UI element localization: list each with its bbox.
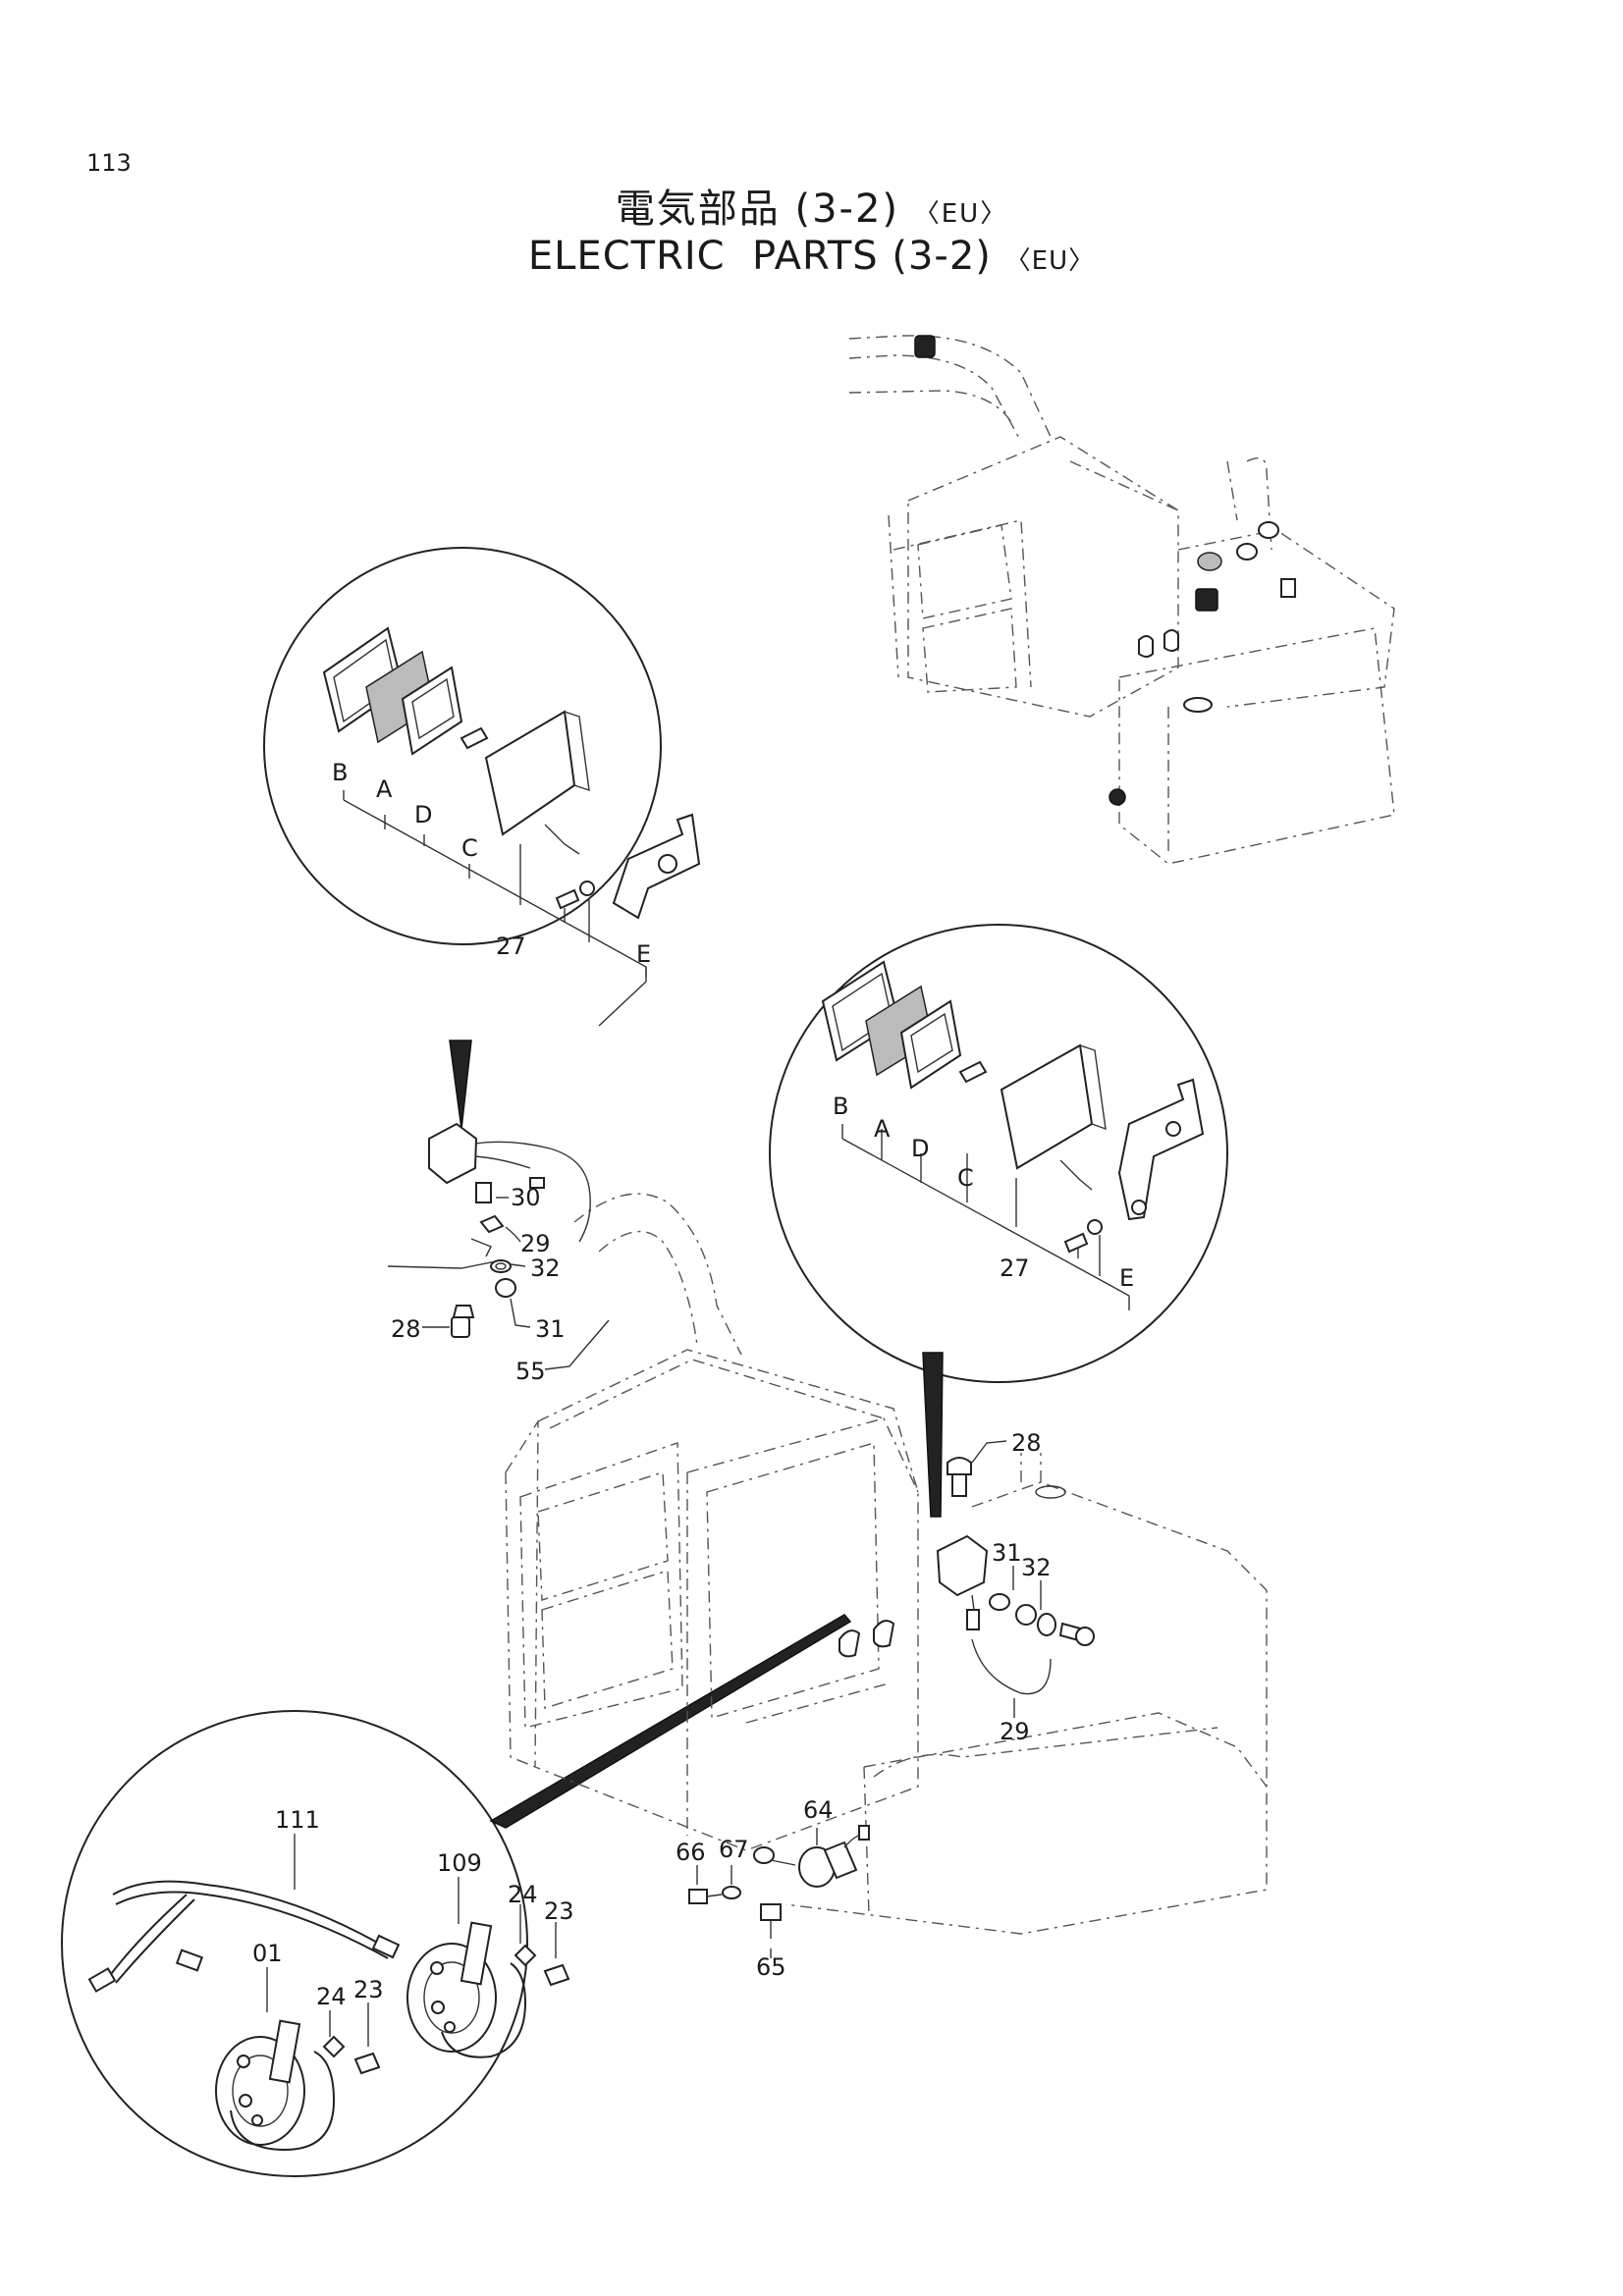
callout-lamp1-a: A — [376, 775, 393, 803]
right-lamp-mount: 28 31 32 29 — [936, 1429, 1095, 1745]
callout-horn-111: 111 — [275, 1806, 320, 1834]
horn-mount: 64 67 66 65 — [676, 1796, 870, 1981]
callout-lamp2-a: A — [874, 1115, 891, 1143]
callout-right-31: 31 — [992, 1539, 1022, 1567]
lamp-detail-2: B A D C 27 E — [769, 924, 1228, 1518]
callout-left-30: 30 — [511, 1184, 541, 1211]
callout-lamp2-b: B — [833, 1093, 848, 1120]
callout-lamp2-27: 27 — [1000, 1255, 1030, 1282]
callout-right-28: 28 — [1011, 1429, 1042, 1457]
work-lamp-icon — [914, 335, 936, 358]
callout-horn-23b: 23 — [544, 1897, 574, 1925]
callout-lamp1-d: D — [414, 801, 432, 828]
callout-horn-24a: 24 — [316, 1983, 347, 2010]
callout-horn-109: 109 — [437, 1849, 482, 1877]
callout-lamp2-e: E — [1119, 1264, 1134, 1292]
callout-left-31: 31 — [535, 1315, 566, 1343]
callout-horn-65: 65 — [756, 1953, 786, 1981]
callout-lamp2-c: C — [957, 1164, 974, 1192]
callout-lamp1-e: E — [636, 940, 651, 968]
callout-left-28: 28 — [391, 1315, 421, 1343]
title-en-text: ELECTRIC PARTS (3-2) — [527, 234, 992, 279]
callout-horn-66: 66 — [676, 1839, 706, 1866]
callout-horn-01: 01 — [252, 1940, 283, 1967]
callout-lamp1-27: 27 — [496, 933, 526, 960]
horn-detail: 111 01 24 23 109 24 23 — [61, 1614, 852, 2177]
callout-horn-64: 64 — [803, 1796, 834, 1824]
callout-horn-67: 67 — [719, 1836, 749, 1863]
page-title-japanese: 電気部品 (3-2) 〈EU〉 — [0, 177, 1623, 234]
callout-horn-24b: 24 — [508, 1881, 538, 1908]
title-en-region-tag: 〈EU〉 — [1004, 246, 1096, 276]
callout-left-55: 55 — [515, 1358, 546, 1385]
page-title-english: ELECTRIC PARTS (3-2) 〈EU〉 — [0, 234, 1623, 279]
left-lamp-mount: 30 29 32 31 28 55 — [387, 1122, 610, 1385]
machine-overview-drawing — [848, 335, 1395, 865]
callout-lamp1-c: C — [461, 834, 478, 862]
horn-icon — [1109, 788, 1126, 806]
callout-left-32: 32 — [530, 1255, 561, 1282]
machine-main-drawing — [505, 1193, 1268, 1935]
callout-horn-23a: 23 — [353, 1976, 384, 2003]
title-jp-region-tag: 〈EU〉 — [913, 199, 1008, 229]
callout-right-29: 29 — [1000, 1718, 1030, 1745]
title-jp-text: 電気部品 (3-2) — [615, 187, 900, 232]
callout-left-29: 29 — [520, 1230, 551, 1257]
callout-right-32: 32 — [1021, 1554, 1052, 1581]
callout-lamp1-b: B — [332, 759, 348, 786]
lamp-detail-1: B A D C 27 E — [263, 547, 701, 1130]
page-number: 113 — [86, 149, 132, 177]
callout-lamp2-d: D — [911, 1135, 929, 1162]
work-lamp-icon — [1195, 588, 1218, 612]
